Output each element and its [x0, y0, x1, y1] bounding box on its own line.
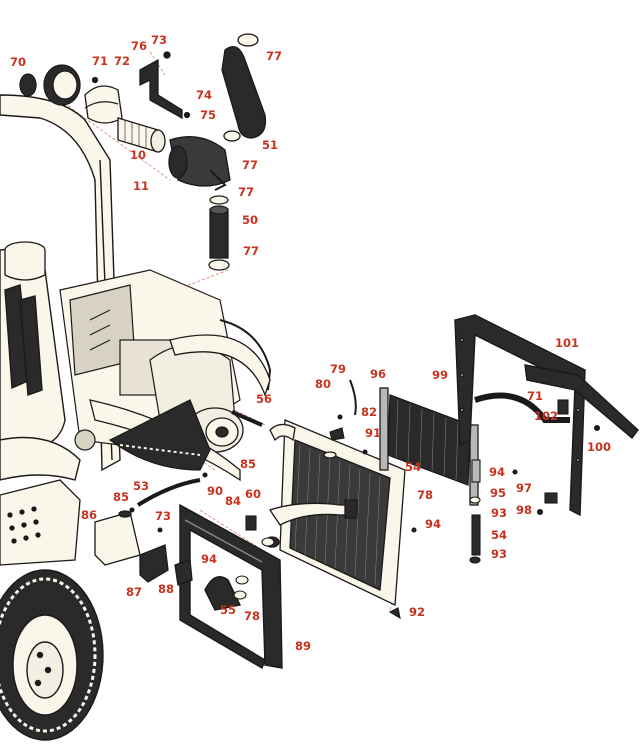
- callout-82[interactable]: 82: [361, 405, 378, 419]
- fan-shroud: [179, 503, 283, 670]
- reservoir-bracket: [139, 544, 193, 586]
- tank-filler: [4, 241, 46, 281]
- callout-73[interactable]: 73: [155, 509, 172, 523]
- callout-51[interactable]: 51: [262, 138, 279, 152]
- callout-94[interactable]: 94: [489, 465, 506, 479]
- callout-93[interactable]: 93: [491, 547, 508, 561]
- rear-tire: [108, 399, 211, 471]
- coolant-reservoir: [94, 510, 141, 566]
- callout-60[interactable]: 60: [245, 487, 262, 501]
- air-cleaner-parts: [19, 33, 267, 271]
- callout-70[interactable]: 70: [10, 55, 27, 69]
- callout-85[interactable]: 85: [113, 490, 130, 504]
- callout-93[interactable]: 93: [491, 506, 508, 520]
- front-tire: [0, 569, 104, 741]
- callout-87[interactable]: 87: [126, 585, 143, 599]
- callout-56[interactable]: 56: [256, 392, 273, 406]
- callout-74[interactable]: 74: [196, 88, 213, 102]
- callout-94[interactable]: 94: [425, 517, 442, 531]
- callout-96[interactable]: 96: [370, 367, 387, 381]
- callout-98[interactable]: 98: [516, 503, 533, 517]
- callout-75[interactable]: 75: [200, 108, 217, 122]
- callout-84[interactable]: 84: [225, 494, 242, 508]
- hose-56: [231, 410, 263, 427]
- callout-53[interactable]: 53: [133, 479, 150, 493]
- callout-73[interactable]: 73: [151, 33, 168, 47]
- callout-76[interactable]: 76: [131, 39, 148, 53]
- callout-101[interactable]: 101: [555, 336, 580, 350]
- callout-77[interactable]: 77: [266, 49, 283, 63]
- callout-102[interactable]: 102: [534, 409, 559, 423]
- callout-54[interactable]: 54: [491, 528, 508, 542]
- callout-72[interactable]: 72: [114, 54, 131, 68]
- callout-77[interactable]: 77: [242, 158, 259, 172]
- callout-78[interactable]: 78: [244, 609, 261, 623]
- callout-88[interactable]: 88: [158, 582, 175, 596]
- cooler-frame: [454, 314, 639, 517]
- callout-50[interactable]: 50: [242, 213, 259, 227]
- callout-92[interactable]: 92: [409, 605, 426, 619]
- callout-71[interactable]: 71: [92, 54, 109, 68]
- callout-97[interactable]: 97: [516, 481, 533, 495]
- callout-79[interactable]: 79: [330, 362, 347, 376]
- callout-99[interactable]: 99: [432, 368, 449, 382]
- callout-94[interactable]: 94: [201, 552, 218, 566]
- callout-54[interactable]: 54: [405, 460, 422, 474]
- callout-11[interactable]: 11: [133, 179, 150, 193]
- callout-85[interactable]: 85: [240, 457, 257, 471]
- callout-10[interactable]: 10: [130, 148, 147, 162]
- callout-100[interactable]: 100: [587, 440, 612, 454]
- callout-91[interactable]: 91: [365, 426, 382, 440]
- small-hardware: [129, 379, 601, 620]
- operator-seat: [0, 248, 81, 481]
- callout-95[interactable]: 95: [490, 486, 507, 500]
- callout-90[interactable]: 90: [207, 484, 224, 498]
- callout-78[interactable]: 78: [417, 488, 434, 502]
- callout-89[interactable]: 89: [295, 639, 312, 653]
- callout-80[interactable]: 80: [315, 377, 332, 391]
- callout-71[interactable]: 71: [527, 389, 544, 403]
- callout-55[interactable]: 55: [220, 603, 237, 617]
- hose-53: [136, 478, 201, 507]
- callout-77[interactable]: 77: [238, 185, 255, 199]
- callout-86[interactable]: 86: [81, 508, 98, 522]
- callout-77[interactable]: 77: [243, 244, 260, 258]
